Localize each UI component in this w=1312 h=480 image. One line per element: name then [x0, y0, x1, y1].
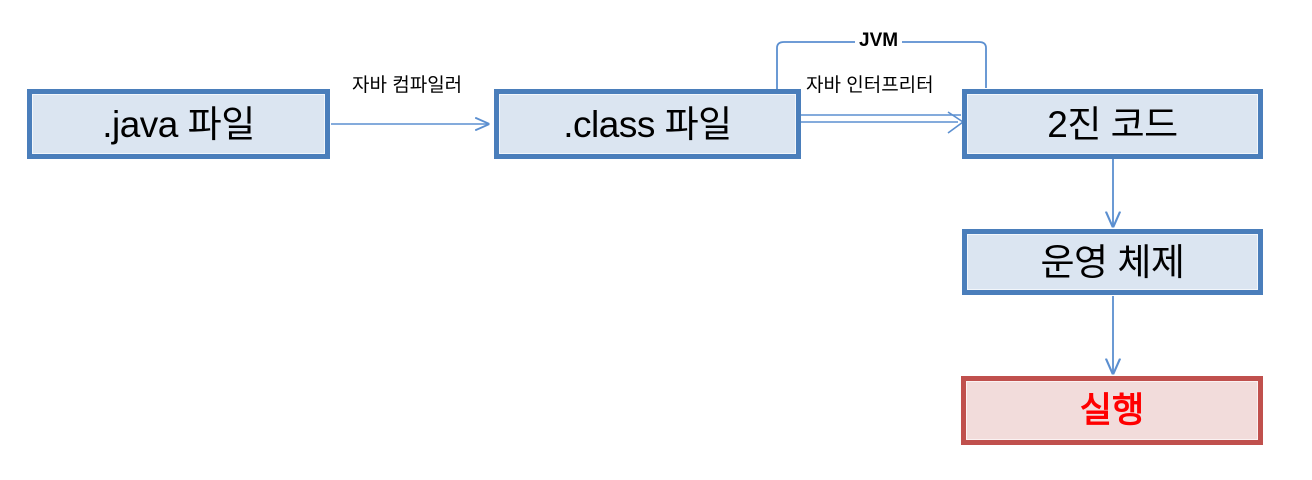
node-java-file-label: .java 파일 [102, 103, 255, 145]
group-label-jvm: JVM [855, 31, 903, 50]
node-binary-code-label: 2진 코드 [1047, 103, 1178, 145]
node-class-file[interactable]: .class 파일 [494, 89, 801, 159]
edge-label-java-interpreter: 자바 인터프리터 [806, 75, 934, 96]
node-binary-code[interactable]: 2진 코드 [962, 89, 1263, 159]
node-operating-system-label: 운영 체제 [1040, 241, 1185, 283]
node-execution-label: 실행 [1079, 391, 1145, 430]
node-operating-system[interactable]: 운영 체제 [962, 229, 1263, 295]
edge-class-to-binary [801, 111, 965, 134]
node-execution[interactable]: 실행 [961, 376, 1263, 445]
node-class-file-label: .class 파일 [563, 103, 732, 145]
node-java-file[interactable]: .java 파일 [27, 89, 330, 159]
edge-label-java-compiler: 자바 컴파일러 [352, 75, 463, 96]
